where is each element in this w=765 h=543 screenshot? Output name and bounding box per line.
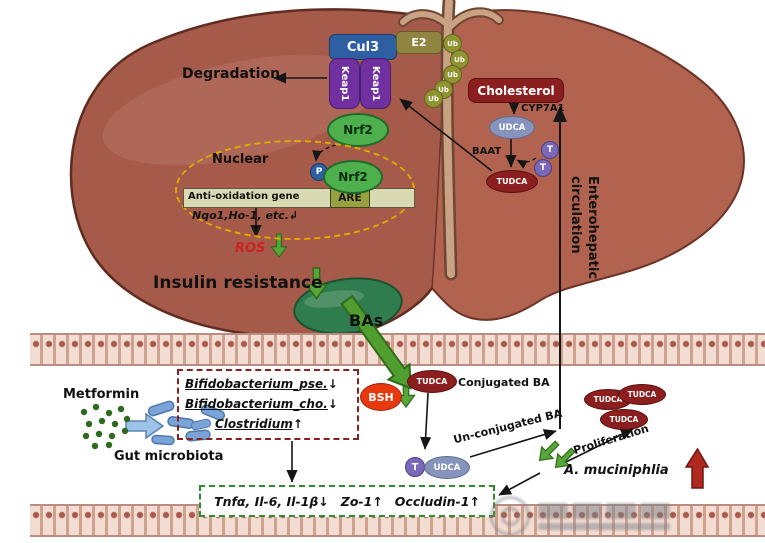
watermark-text-blur bbox=[538, 502, 670, 530]
gene-bar: Anti-oxidation gene ARE bbox=[183, 187, 415, 208]
enterohepatic-circulation-label: Enterohepatic circulation bbox=[565, 176, 601, 344]
ub-badge: Ub bbox=[443, 65, 462, 84]
change-arrow: ↓ bbox=[327, 397, 338, 411]
akkermansia-to-barrier-arrow bbox=[498, 472, 541, 496]
insulin-resistance-label: Insulin resistance bbox=[153, 273, 323, 293]
bacterium-icon bbox=[151, 434, 175, 446]
watermark bbox=[490, 496, 670, 536]
bacterium-icon bbox=[147, 400, 175, 417]
tudca-to-keap1-arrow bbox=[399, 98, 493, 172]
target-genes-label: Nqo1,Ho-1, etc.↲ bbox=[192, 209, 299, 222]
tudca-cluster-oval: TUDCA bbox=[618, 384, 666, 405]
akkermansia-increase-arrow bbox=[684, 447, 710, 489]
keap1-box-1: Keap1 bbox=[329, 58, 360, 109]
barrier-cytokine-box: Tnfα, Il-6, Il-1β↓ Zo-1↑ Occludin-1↑ bbox=[199, 485, 495, 517]
cyp7a1-label: CYP7A1 bbox=[521, 103, 565, 114]
keap1-box-2: Keap1 bbox=[360, 58, 391, 109]
cholesterol-box: Cholesterol bbox=[468, 78, 564, 103]
microbe-name: Bifidobacterium_cho. bbox=[185, 397, 328, 411]
ub-badge: Ub bbox=[424, 89, 443, 108]
microbiota-change-box: Bifidobacterium_pse.↓ Bifidobacterium_ch… bbox=[177, 369, 359, 440]
microbe-name: Bifidobacterium_pse. bbox=[185, 377, 328, 391]
microbe-row: Clostridium↑ bbox=[185, 414, 351, 434]
change-arrow: ↑ bbox=[292, 417, 303, 431]
proliferation-arrow bbox=[565, 428, 634, 463]
gut-microbiota-label: Gut microbiota bbox=[114, 449, 224, 464]
bsh-oval: BSH bbox=[360, 383, 402, 411]
udca-oval-liver: UDCA bbox=[489, 116, 535, 139]
unconjugated-ba-arrow bbox=[469, 429, 557, 458]
bas-label: BAs bbox=[349, 311, 384, 330]
cul3-box: Cul3 bbox=[329, 34, 397, 60]
cytokines-label: Tnfα, Il-6, Il-1β↓ bbox=[214, 493, 329, 509]
deconjugation-arrow bbox=[420, 392, 432, 450]
akkermansia-label: A. muciniphlia bbox=[564, 463, 669, 478]
metformin-label: Metformin bbox=[63, 387, 140, 402]
microbe-row: Bifidobacterium_cho.↓ bbox=[185, 394, 351, 414]
enterohepatic-line1: Enterohepatic bbox=[585, 176, 600, 280]
enterohepatic-line2: circulation bbox=[568, 176, 583, 254]
taurine-badge: T bbox=[534, 159, 552, 177]
occludin-label: Occludin-1↑ bbox=[394, 493, 480, 509]
tudca-oval-liver: TUDCA bbox=[486, 170, 538, 193]
hepatic-vessel bbox=[398, 0, 504, 281]
tudca-oval-lumen: TUDCA bbox=[407, 370, 457, 393]
anti-oxidation-gene-label: Anti-oxidation gene bbox=[188, 191, 300, 202]
change-arrow: ↓ bbox=[327, 377, 338, 391]
conjugated-ba-label: Conjugated BA bbox=[458, 376, 550, 389]
e2-box: E2 bbox=[396, 31, 442, 54]
ros-label: ROS bbox=[235, 241, 266, 256]
degradation-label: Degradation bbox=[182, 66, 281, 82]
bacterium-icon bbox=[200, 404, 226, 421]
zo1-label: Zo-1↑ bbox=[340, 493, 383, 509]
taurine-badge: T bbox=[541, 141, 559, 159]
udca-oval-lumen: UDCA bbox=[424, 456, 470, 479]
microbe-name: Clostridium bbox=[215, 417, 293, 431]
metformin-granules-icon bbox=[80, 403, 131, 450]
microbe-row: Bifidobacterium_pse.↓ bbox=[185, 374, 351, 394]
taurine-badge-lumen: T bbox=[405, 457, 425, 477]
baat-label: BAAT bbox=[472, 146, 502, 157]
taurine-arrow bbox=[516, 157, 537, 169]
ub-badge: Ub bbox=[450, 50, 469, 69]
liver-highlight bbox=[102, 54, 378, 166]
bacterium-icon bbox=[190, 417, 212, 431]
nuclear-nrf2-oval: Nrf2 bbox=[323, 160, 383, 194]
watermark-logo-icon bbox=[490, 496, 530, 536]
nucleus-label: Nuclear bbox=[212, 152, 269, 167]
tudca-cluster-oval: TUDCA bbox=[600, 409, 648, 430]
metformin-action-arrow bbox=[125, 412, 165, 440]
nrf2-oval: Nrf2 bbox=[327, 113, 389, 147]
